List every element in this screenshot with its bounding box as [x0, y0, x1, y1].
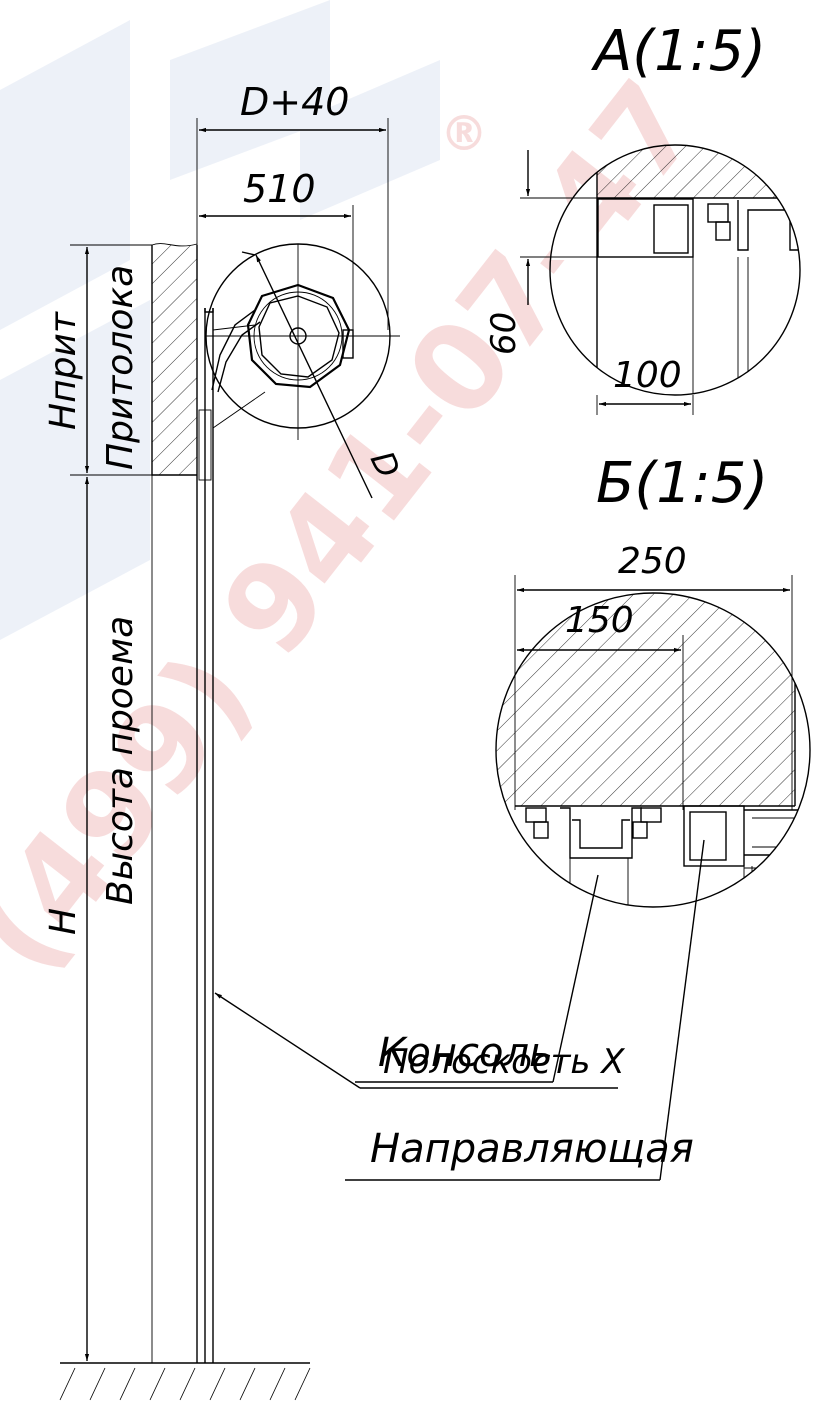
floor — [59, 1362, 311, 1401]
detail-a-title: А(1:5) — [591, 19, 766, 84]
dim-h-label: H — [43, 908, 84, 935]
opening-height-label: Высота проема — [100, 616, 141, 905]
console-label: Консоль — [378, 1030, 553, 1076]
detail-b-dim-250: 250 — [618, 541, 687, 582]
strip-label: Полоскость X — [383, 1042, 625, 1082]
guide-label: Направляющая — [370, 1126, 694, 1172]
console-leader: Консоль — [355, 874, 599, 1083]
watermark-logo — [0, 0, 440, 640]
dim-d-plus-40: D+40 — [196, 80, 389, 330]
detail-a-dim-60: 60 — [484, 312, 524, 355]
dim-510-label: 510 — [243, 167, 316, 211]
guide-rail — [198, 308, 214, 1363]
dim-hprit: Hприт Притолока — [43, 244, 152, 476]
watermark-registered-mark: ® — [440, 106, 488, 162]
lintel-wall — [151, 243, 198, 1363]
lintel-label: Притолока — [100, 265, 141, 470]
roller-assembly — [204, 243, 400, 440]
strip-leader: Полоскость X — [214, 992, 625, 1089]
dim-510: 510 — [199, 167, 354, 330]
main-view: D D+40 510 Hприт Притолока H Высота прое… — [43, 80, 625, 1401]
guide-leader: Направляющая — [345, 839, 705, 1181]
detail-a-dim-100: 100 — [613, 355, 682, 396]
detail-b-title: Б(1:5) — [596, 451, 768, 516]
diameter-leader — [255, 254, 373, 499]
dim-d-plus-40-label: D+40 — [240, 80, 349, 124]
dim-h: H Высота проема — [43, 477, 141, 1361]
dim-hprit-label: Hприт — [43, 311, 84, 430]
